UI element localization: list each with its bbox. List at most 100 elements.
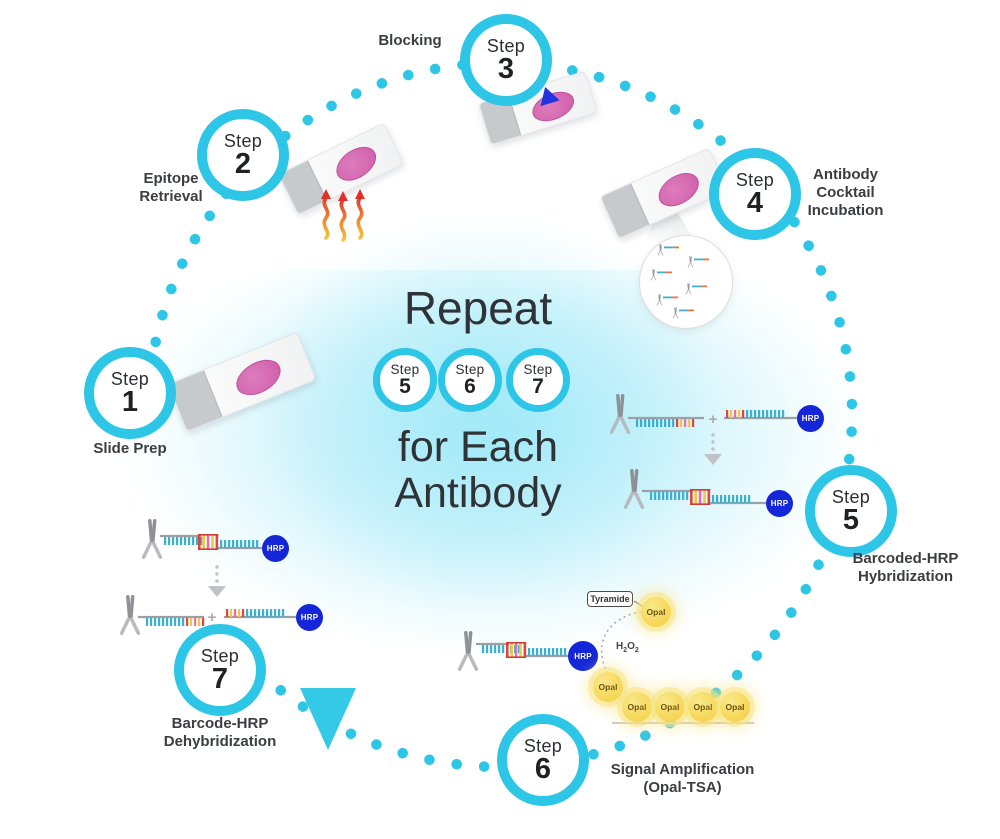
hrp-badge: HRP bbox=[296, 604, 323, 631]
hrp-badge: HRP bbox=[766, 490, 793, 517]
opal-badge: Opal bbox=[655, 692, 685, 722]
step-label: Step bbox=[455, 361, 485, 377]
teal-barcode bbox=[746, 410, 785, 418]
colored-barcode bbox=[676, 419, 695, 427]
step-number: 3 bbox=[497, 52, 515, 85]
antibody-icon bbox=[457, 630, 479, 672]
step-5-badge: Step 5 bbox=[805, 465, 897, 557]
opal-badge: Opal bbox=[593, 672, 623, 702]
hrp-badge: HRP bbox=[797, 405, 824, 432]
repeat-step-5-badge: Step 5 bbox=[373, 348, 437, 412]
antibody-icon bbox=[119, 594, 141, 636]
name-line: Hybridization bbox=[857, 568, 953, 585]
teal-barcode bbox=[712, 495, 751, 503]
step-1-name: Slide Prep bbox=[60, 440, 200, 458]
step-label: Step bbox=[831, 486, 871, 507]
hybridized-antibody-row bbox=[457, 630, 570, 672]
antibody-cocktail-antibodies bbox=[650, 244, 709, 319]
step-2-badge: Step 2 bbox=[197, 109, 289, 201]
name-line: Epitope bbox=[143, 170, 199, 187]
teal-barcode bbox=[146, 618, 185, 626]
hrp-badge: HRP bbox=[568, 641, 598, 671]
step-6-badge: Step 6 bbox=[497, 714, 589, 806]
plus-sign: + bbox=[709, 411, 718, 428]
hrp-badge: HRP bbox=[262, 535, 289, 562]
hybridized-barcode bbox=[690, 489, 711, 505]
step-7-name: Barcode-HRP Dehybridization bbox=[140, 715, 300, 751]
repeat-step-7-badge: Step 7 bbox=[506, 348, 570, 412]
name-line: Antibody bbox=[813, 166, 878, 183]
heat-waves-icon bbox=[321, 189, 365, 242]
step-number: 1 bbox=[121, 385, 139, 418]
step-label: Step bbox=[735, 169, 775, 190]
teal-barcode bbox=[650, 492, 689, 500]
opal-label: Opal bbox=[693, 702, 713, 712]
name-line: Incubation bbox=[807, 202, 884, 219]
name-line: (Opal-TSA) bbox=[643, 779, 722, 796]
step-number: 7 bbox=[211, 662, 229, 695]
step-label: Step bbox=[390, 361, 420, 377]
step-7-badge: Step 7 bbox=[174, 624, 266, 716]
step-3-name: Blocking bbox=[355, 32, 465, 50]
teal-barcode bbox=[220, 540, 259, 548]
name-line: Slide Prep bbox=[93, 440, 167, 457]
step-label: Step bbox=[523, 361, 553, 377]
hybridization-diagram: + bbox=[609, 393, 797, 510]
h2o2-h: H bbox=[616, 641, 624, 652]
antibody-icon bbox=[141, 518, 163, 560]
opal-label: Opal bbox=[660, 702, 680, 712]
step-label: Step bbox=[200, 645, 240, 666]
tyramide-label: Tyramide bbox=[587, 591, 633, 607]
opal-badge: Opal bbox=[720, 692, 750, 722]
hrp-label: HRP bbox=[300, 613, 319, 622]
h2o2-label: H2O2 bbox=[616, 641, 639, 654]
name-line: Blocking bbox=[378, 32, 442, 49]
step-number: 6 bbox=[464, 375, 476, 399]
opal-label: Opal bbox=[627, 702, 647, 712]
hrp-label: HRP bbox=[770, 499, 789, 508]
step-label: Step bbox=[486, 35, 526, 56]
hybridized-antibody-row bbox=[141, 518, 262, 560]
step-4-badge: Step 4 bbox=[709, 148, 801, 240]
tyramide-text: Tyramide bbox=[590, 594, 630, 604]
step-label: Step bbox=[223, 130, 263, 151]
opal-chain-baseline bbox=[612, 722, 754, 724]
opal-label: Opal bbox=[646, 607, 666, 617]
step-label: Step bbox=[110, 368, 150, 389]
hrp-label: HRP bbox=[266, 544, 285, 553]
step-number: 6 bbox=[534, 752, 552, 785]
for-each-antibody-title: for Each Antibody bbox=[303, 424, 653, 516]
opal-badge: Opal bbox=[641, 597, 671, 627]
step-4-name: Antibody Cocktail Incubation bbox=[783, 166, 908, 220]
step-2-name: Epitope Retrieval bbox=[106, 170, 236, 206]
repeat-step-6-badge: Step 6 bbox=[438, 348, 502, 412]
opal-badge: Opal bbox=[688, 692, 718, 722]
name-line: Signal Amplification bbox=[610, 761, 755, 778]
opal-badge: Opal bbox=[622, 692, 652, 722]
teal-barcode bbox=[246, 609, 285, 617]
step-label: Step bbox=[523, 735, 563, 756]
name-line: Retrieval bbox=[139, 188, 203, 205]
plus-sign: + bbox=[208, 609, 217, 626]
step-6-name: Signal Amplification (Opal-TSA) bbox=[590, 761, 775, 797]
hrp-label: HRP bbox=[801, 414, 820, 423]
tissue-sample-blob bbox=[230, 352, 287, 403]
step-3-badge: Step 3 bbox=[460, 14, 552, 106]
step-number: 5 bbox=[842, 503, 860, 536]
opal-label: Opal bbox=[598, 682, 618, 692]
step-1-badge: Step 1 bbox=[84, 347, 176, 439]
teal-barcode bbox=[482, 645, 521, 653]
hybridized-barcode bbox=[506, 642, 527, 658]
name-line: Cocktail bbox=[816, 184, 875, 201]
for-each-line: for Each bbox=[397, 423, 559, 471]
released-oligo-row: + bbox=[119, 594, 296, 636]
antibody-line: Antibody bbox=[394, 469, 562, 517]
teal-barcode bbox=[528, 648, 567, 656]
name-line: Barcode-HRP bbox=[171, 715, 269, 732]
dehybridization-diagram: + bbox=[119, 518, 296, 636]
step-number: 2 bbox=[234, 147, 252, 180]
colored-barcode bbox=[226, 609, 245, 617]
step-number: 4 bbox=[746, 186, 764, 219]
